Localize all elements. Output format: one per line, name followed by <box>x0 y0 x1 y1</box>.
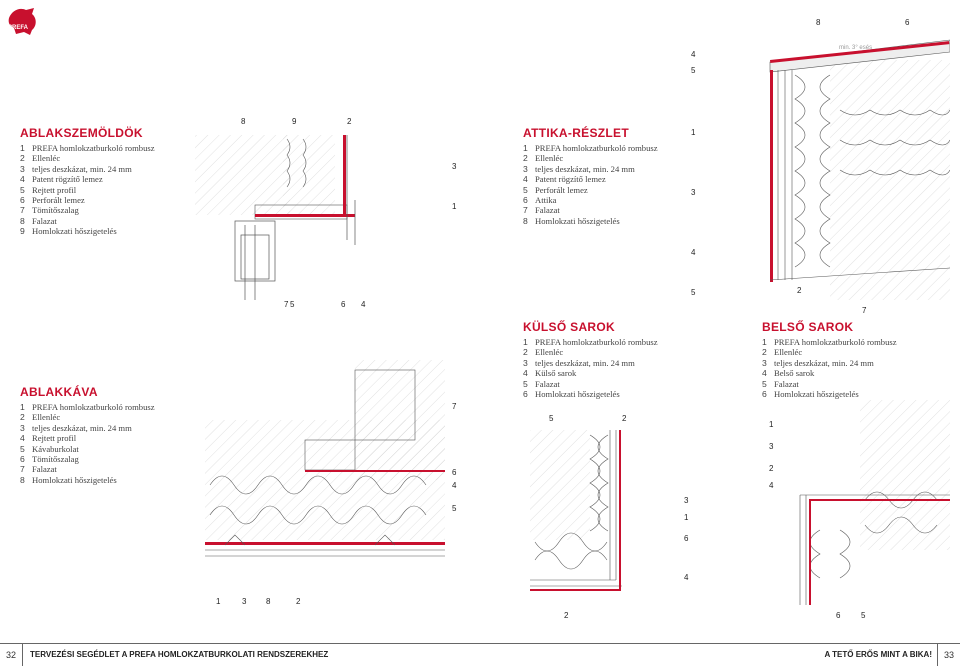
callout: 3 <box>452 162 457 171</box>
callout: 3 <box>242 597 247 606</box>
callout: 3 <box>684 496 689 505</box>
ablakkava-drawing <box>205 360 445 557</box>
page-number-left: 32 <box>0 644 23 666</box>
callout: 1 <box>769 420 774 429</box>
callout: 5 <box>691 288 696 297</box>
page-footer: 32 TERVEZÉSI SEGÉDLET A PREFA HOMLOKZATB… <box>0 643 960 666</box>
ablakszemoldok-drawing <box>195 135 356 300</box>
callout: 7 <box>862 306 867 315</box>
callout: 1 <box>452 202 457 211</box>
callout: 4 <box>684 573 689 582</box>
callout: 4 <box>361 300 366 309</box>
callout: 1 <box>684 513 689 522</box>
belso-sarok-drawing <box>799 400 950 605</box>
callout: 8 <box>241 117 246 126</box>
callout: 5 <box>861 611 866 620</box>
callout: 4 <box>769 481 774 490</box>
callout: 3 <box>691 188 696 197</box>
callout: 6 <box>836 611 841 620</box>
attika-drawing <box>769 39 950 300</box>
page-number-right: 33 <box>937 644 960 666</box>
callout: 6 <box>452 468 457 477</box>
callout: 7 <box>284 300 289 309</box>
callout: 5 <box>290 300 295 309</box>
callout: 3 <box>769 442 774 451</box>
section-title: ATTIKA-RÉSZLET <box>523 126 629 140</box>
callout: 2 <box>347 117 352 126</box>
callout: 2 <box>564 611 569 620</box>
callout: 4 <box>452 481 457 490</box>
section-title: BELSŐ SAROK <box>762 320 854 334</box>
callout: 2 <box>622 414 627 423</box>
callout: 2 <box>296 597 301 606</box>
prefa-logo: PREFA <box>6 4 40 38</box>
callout: 5 <box>549 414 554 423</box>
callout: 5 <box>691 66 696 75</box>
callout: 2 <box>769 464 774 473</box>
callout: 6 <box>684 534 689 543</box>
callout: 4 <box>691 50 696 59</box>
callout: 4 <box>691 248 696 257</box>
callout: 8 <box>816 18 821 27</box>
section-title: ABLAKKÁVA <box>20 385 98 399</box>
callout: 9 <box>292 117 297 126</box>
callout: 1 <box>216 597 221 606</box>
callout: 6 <box>905 18 910 27</box>
callout: 8 <box>266 597 271 606</box>
callout: 1 <box>691 128 696 137</box>
section-title: ABLAKSZEMÖLDÖK <box>20 126 143 140</box>
kulso-sarok-drawing <box>530 430 622 591</box>
callout: 6 <box>341 300 346 309</box>
footer-left-text: TERVEZÉSI SEGÉDLET A PREFA HOMLOKZATBURK… <box>30 650 329 659</box>
callout: 7 <box>452 402 457 411</box>
section-title: KÜLSŐ SAROK <box>523 320 615 334</box>
callout: 2 <box>797 286 802 295</box>
slope-note: min. 3° esés <box>839 45 873 51</box>
footer-right-text: A TETŐ ERŐS MINT A BIKA! <box>824 650 932 659</box>
callout: 5 <box>452 504 457 513</box>
